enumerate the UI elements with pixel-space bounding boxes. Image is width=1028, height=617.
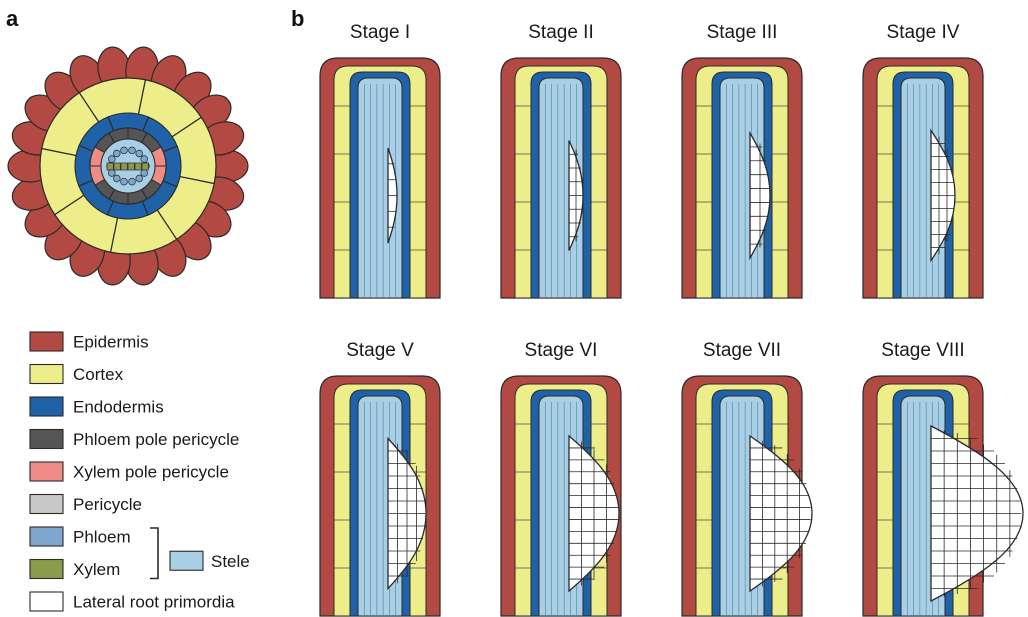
stage-label: Stage VIII xyxy=(881,340,964,361)
panel-a-label: a xyxy=(6,6,19,31)
legend-label-xylem-pole-pericycle: Xylem pole pericycle xyxy=(73,463,229,482)
stage-diagram-8: Stage VIII xyxy=(863,340,1023,616)
stage-label: Stage III xyxy=(707,22,778,43)
stage-label: Stage II xyxy=(528,22,594,43)
phloem-cell xyxy=(129,147,136,154)
stage-label: Stage VI xyxy=(525,340,598,361)
legend-label-primordia: Lateral root primordia xyxy=(73,593,235,612)
phloem-cell xyxy=(141,170,148,177)
stage-diagram-7: Stage VII xyxy=(682,340,812,616)
phloem-cell xyxy=(129,178,136,185)
stage-series: Stage I Stage II Stage III Stage IV Stage V S… xyxy=(320,22,1023,616)
primordium-stage-7 xyxy=(750,436,812,591)
stage-diagram-1: Stage I xyxy=(320,22,440,298)
xylem-cell xyxy=(121,163,127,170)
legend-label-epidermis: Epidermis xyxy=(73,333,149,352)
xylem-cell xyxy=(142,163,148,170)
xylem-cell xyxy=(128,163,134,170)
legend-label-xylem: Xylem xyxy=(73,560,120,579)
phloem-cell xyxy=(121,147,128,154)
legend-swatch-phloem xyxy=(30,527,63,546)
legend-swatch-xylem xyxy=(30,560,63,579)
panel-b-label: b xyxy=(291,6,304,31)
phloem-cell xyxy=(136,150,143,157)
stele-bracket xyxy=(150,528,158,579)
legend-label-cortex: Cortex xyxy=(73,365,124,384)
legend-swatch-stele xyxy=(170,551,203,570)
phloem-cell xyxy=(113,175,120,182)
root-cross-section xyxy=(8,45,248,287)
xylem-cell xyxy=(135,163,141,170)
phloem-cell xyxy=(113,150,120,157)
phloem-cell xyxy=(136,175,143,182)
xylem-cell xyxy=(107,163,113,170)
legend-swatch-cortex xyxy=(30,365,63,384)
phloem-cell xyxy=(141,156,148,163)
legend-label-phloem: Phloem xyxy=(73,528,131,547)
legend-swatch-pericycle xyxy=(30,495,63,514)
stage-diagram-6: Stage VI xyxy=(501,340,621,616)
xylem-cell xyxy=(114,163,120,170)
legend-label-endodermis: Endodermis xyxy=(73,398,164,417)
stage-label: Stage I xyxy=(350,22,410,43)
phloem-cell xyxy=(108,156,115,163)
legend-swatch-xylem-pole-pericycle xyxy=(30,462,63,481)
legend-label-pericycle: Pericycle xyxy=(73,495,142,514)
legend-label-phloem-pole-pericycle: Phloem pole pericycle xyxy=(73,430,239,449)
legend-label-stele: Stele xyxy=(211,552,250,571)
stage-diagram-5: Stage V xyxy=(320,340,440,616)
stage-label: Stage IV xyxy=(887,22,960,43)
legend-swatch-primordia xyxy=(30,592,63,611)
legend-swatch-endodermis xyxy=(30,397,63,416)
legend-swatch-phloem-pole-pericycle xyxy=(30,430,63,449)
stage-label: Stage V xyxy=(346,340,414,361)
stage-label: Stage VII xyxy=(703,340,781,361)
stage-diagram-3: Stage III xyxy=(682,22,802,298)
stage-diagram-2: Stage II xyxy=(501,22,621,298)
phloem-cell xyxy=(121,178,128,185)
phloem-cell xyxy=(108,170,115,177)
legend-swatch-epidermis xyxy=(30,332,63,351)
stage-diagram-4: Stage IV xyxy=(863,22,983,298)
